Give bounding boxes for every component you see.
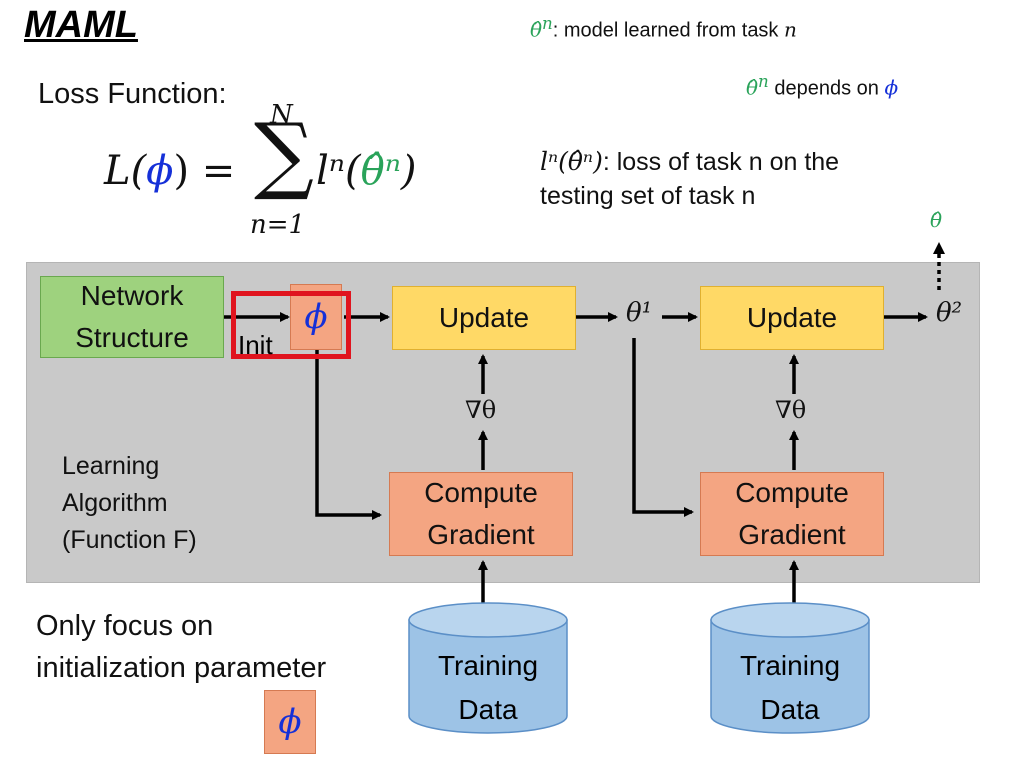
init-label: Init	[238, 330, 273, 360]
nabla-theta-label-1: ∇θ	[465, 396, 497, 424]
loss-formula: L(ϕ) = N ∑ n=1 lⁿ(θ̂ⁿ)	[104, 100, 464, 240]
theta1-label: θ¹	[626, 298, 653, 328]
arrow-phi-gradient	[315, 350, 382, 520]
note-model-learned: θ̂n: model learned from task n	[530, 14, 797, 42]
compute-gradient-box-1: Compute Gradient	[389, 472, 573, 556]
phi-focus-box: ϕ	[264, 690, 316, 754]
training-data-label-2: Training Data	[739, 650, 841, 725]
theta-hat-symbol: θ̂	[530, 17, 543, 42]
theta2-label: θ²	[936, 298, 963, 328]
theta-hat-label: θ̂	[930, 208, 943, 232]
sum-symbol: ∑	[254, 105, 314, 203]
nabla-theta-label-2: ∇θ	[775, 396, 807, 424]
sum-lower-limit: n=1	[250, 210, 306, 240]
compute-gradient-box-2: Compute Gradient	[700, 472, 884, 556]
focus-note: Only focus on initialization parameter	[36, 610, 327, 684]
update-box-1: Update	[392, 286, 576, 350]
formula-lhs: L(ϕ) =	[104, 148, 236, 194]
network-structure-box: Network Structure	[40, 276, 224, 358]
arrow-theta1-gradient2	[632, 338, 694, 517]
sum-upper-limit: N	[270, 100, 293, 130]
highlight-rectangle	[231, 291, 351, 359]
page-title: MAML	[24, 4, 138, 46]
learning-algorithm-label: Learning Algorithm (Function F)	[62, 452, 197, 554]
training-data-label-1: Training Data	[437, 650, 539, 725]
update-box-2: Update	[700, 286, 884, 350]
formula-rhs: lⁿ(θ̂ⁿ)	[316, 148, 417, 194]
loss-description: lⁿ(θ̂ⁿ): loss of task n on the testing s…	[540, 147, 840, 210]
note-depends-on-phi: θ̂n depends on ϕ	[746, 72, 899, 100]
training-data-cylinder-2	[710, 602, 870, 734]
training-data-cylinder-1	[408, 602, 568, 734]
loss-function-label: Loss Function:	[38, 78, 227, 110]
